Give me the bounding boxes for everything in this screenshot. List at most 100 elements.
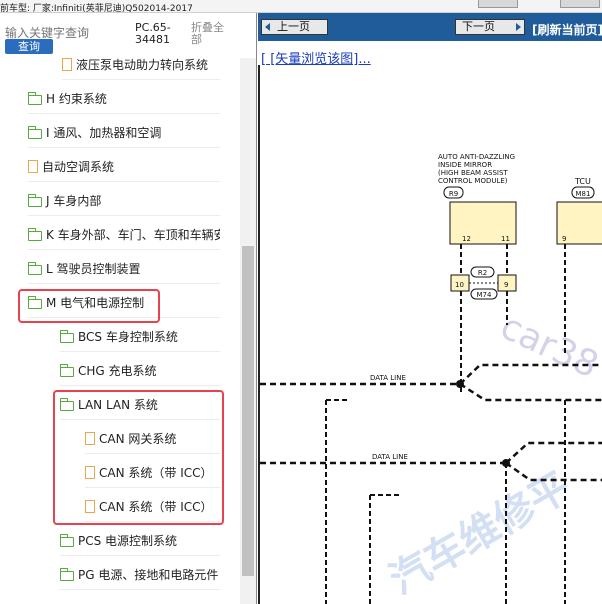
- mirror-label-2: INSIDE MIRROR: [438, 161, 492, 169]
- tree-node-label: PCS 电源控制系统: [78, 534, 178, 548]
- prev-page-label: 上一页: [277, 20, 310, 33]
- tree-node-label: J 车身内部: [46, 194, 102, 208]
- folder-open-icon: [60, 397, 74, 411]
- tree-node-label: K 车身外部、车门、车顶和车辆安: [46, 228, 220, 242]
- left-panel: 查询 PC.65-34481 折叠全部 液压泵电动助力转向系统 H 约束系统 I 通…: [0, 13, 257, 604]
- vehicle-info: 前车型: 厂家:Infiniti(英菲尼迪)Q502014-2017: [0, 4, 193, 13]
- folder-icon: [28, 227, 42, 241]
- folder-icon: [60, 533, 74, 547]
- top-bar: 前车型: 厂家:Infiniti(英菲尼迪)Q502014-2017: [0, 0, 602, 13]
- viewer-nav-bar: 上一页 下一页 [刷新当前页]: [258, 13, 602, 41]
- arrow-left-icon: [265, 23, 270, 31]
- data-line-2-cont: [505, 441, 602, 464]
- data-line-label-1: DATA LINE: [370, 374, 406, 382]
- joint-top-badge: [470, 266, 495, 278]
- tree-node[interactable]: L 驾驶员控制装置: [28, 254, 220, 284]
- data-line-1-cont: [459, 363, 602, 385]
- tree-node[interactable]: PG 电源、接地和电路元件: [60, 560, 220, 590]
- folder-open-icon: [28, 295, 42, 309]
- mirror-label-4: CONTROL MODULE): [438, 177, 508, 185]
- tree-node[interactable]: 自动空调系统: [28, 152, 220, 182]
- diagram-frame: car38 汽车维修平 AUTO ANTI-DAZZLING INSIDE MI…: [258, 65, 602, 604]
- vector-view-link[interactable]: [ [矢量浏览该图]...: [261, 52, 371, 67]
- folder-icon: [28, 261, 42, 275]
- folder-icon: [60, 567, 74, 581]
- tree-node-label: H 约束系统: [46, 92, 107, 106]
- document-icon: [85, 500, 95, 513]
- document-icon: [28, 160, 38, 173]
- mirror-pin-12: 12: [462, 235, 471, 243]
- next-page-button[interactable]: 下一页: [455, 19, 525, 35]
- pc-code: PC.65-34481: [135, 21, 171, 46]
- viewer-panel: 上一页 下一页 [刷新当前页] [ [矢量浏览该图]... car38 汽车维修…: [258, 13, 602, 604]
- folder-icon: [28, 91, 42, 105]
- tree-node-label: PG 电源、接地和电路元件: [78, 568, 219, 582]
- next-page-label: 下一页: [462, 20, 495, 33]
- watermark-text: car38: [494, 306, 602, 386]
- document-icon: [85, 432, 95, 445]
- highlight-frame-m-electrical: [18, 289, 160, 323]
- toolbar-button-2[interactable]: [560, 0, 600, 8]
- folder-icon: [28, 193, 42, 207]
- joint-bottom-badge: [470, 288, 498, 300]
- mirror-label-1: AUTO ANTI-DAZZLING: [438, 153, 515, 161]
- search-button[interactable]: 查询: [5, 39, 53, 54]
- tree-node[interactable]: CAN 网关系统: [85, 424, 220, 454]
- refresh-page-link[interactable]: [刷新当前页]: [532, 23, 602, 37]
- tree-node-label: L 驾驶员控制装置: [46, 262, 141, 276]
- prev-page-button[interactable]: 上一页: [261, 19, 328, 35]
- tree-node[interactable]: 液压泵电动助力转向系统: [62, 58, 220, 80]
- tree-node-label: CAN 网关系统: [99, 432, 177, 446]
- joint-bottom-label: M74: [477, 291, 492, 299]
- tree-node-label: M 电气和电源控制: [46, 296, 145, 310]
- tree-node[interactable]: LAN LAN 系统: [60, 390, 220, 420]
- tree-node-label: CAN 系统（带 ICC）: [99, 500, 213, 514]
- tree-node[interactable]: CAN 系统（带 ICC）: [85, 492, 220, 522]
- tree-node[interactable]: PCS 电源控制系统: [60, 526, 220, 556]
- collapse-all-button[interactable]: 折叠全部: [191, 21, 224, 46]
- splice-point-1: [456, 380, 464, 388]
- mirror-connector-badge: [443, 186, 464, 199]
- tcu-connector-label: M81: [576, 190, 591, 198]
- wiring-diagram: car38 汽车维修平 AUTO ANTI-DAZZLING INSIDE MI…: [260, 153, 602, 604]
- document-icon: [62, 58, 72, 71]
- toolbar-button-1[interactable]: [478, 0, 518, 8]
- tree-node-label: CHG 充电系统: [78, 364, 157, 378]
- folder-icon: [28, 125, 42, 139]
- tree-node-label: LAN LAN 系统: [78, 398, 158, 412]
- mirror-connector-label: R9: [449, 190, 458, 198]
- mirror-pin-11: 11: [501, 235, 510, 243]
- folder-icon: [60, 363, 74, 377]
- tcu-module-box: [556, 201, 602, 245]
- tree-node[interactable]: CAN 系统（带 ICC）: [85, 458, 220, 488]
- tcu-label: TCU: [574, 177, 591, 186]
- search-input[interactable]: [5, 23, 125, 43]
- tree-node[interactable]: K 车身外部、车门、车顶和车辆安: [28, 220, 220, 250]
- tree-node-label: CAN 系统（带 ICC）: [99, 466, 213, 480]
- tree-node[interactable]: H 约束系统: [28, 84, 220, 114]
- tree-node-label: I 通风、加热器和空调: [46, 126, 162, 140]
- arrow-right-icon: [516, 23, 521, 31]
- document-icon: [85, 466, 95, 479]
- catalog-tree: 液压泵电动助力转向系统 H 约束系统 I 通风、加热器和空调自动空调系统 J 车身内部…: [0, 58, 240, 604]
- joint-pin-10: 10: [455, 281, 464, 289]
- tree-node-label: 自动空调系统: [42, 160, 115, 174]
- data-line-label-2: DATA LINE: [372, 453, 408, 461]
- joint-top-label: R2: [478, 269, 487, 277]
- tcu-pin-9: 9: [562, 235, 566, 243]
- left-scroll-thumb[interactable]: [242, 246, 254, 576]
- tree-node-label: 液压泵电动助力转向系统: [76, 58, 209, 72]
- tree-node[interactable]: CHG 充电系统: [60, 356, 220, 386]
- tcu-connector-badge: [571, 186, 595, 199]
- folder-icon: [60, 329, 74, 343]
- tree-node[interactable]: J 车身内部: [28, 186, 220, 216]
- joint-pin-9: 9: [504, 281, 508, 289]
- watermark-text-2: 汽车维修平: [382, 464, 578, 604]
- tree-node[interactable]: M 电气和电源控制: [28, 288, 220, 318]
- tree-node[interactable]: I 通风、加热器和空调: [28, 118, 220, 148]
- left-scrollbar[interactable]: [240, 58, 256, 604]
- tree-node[interactable]: BCS 车身控制系统: [60, 322, 220, 352]
- mirror-module-box: [449, 201, 517, 245]
- mirror-label-3: (HIGH BEAM ASSIST: [438, 169, 508, 177]
- highlight-frame-lan-system: [53, 390, 224, 525]
